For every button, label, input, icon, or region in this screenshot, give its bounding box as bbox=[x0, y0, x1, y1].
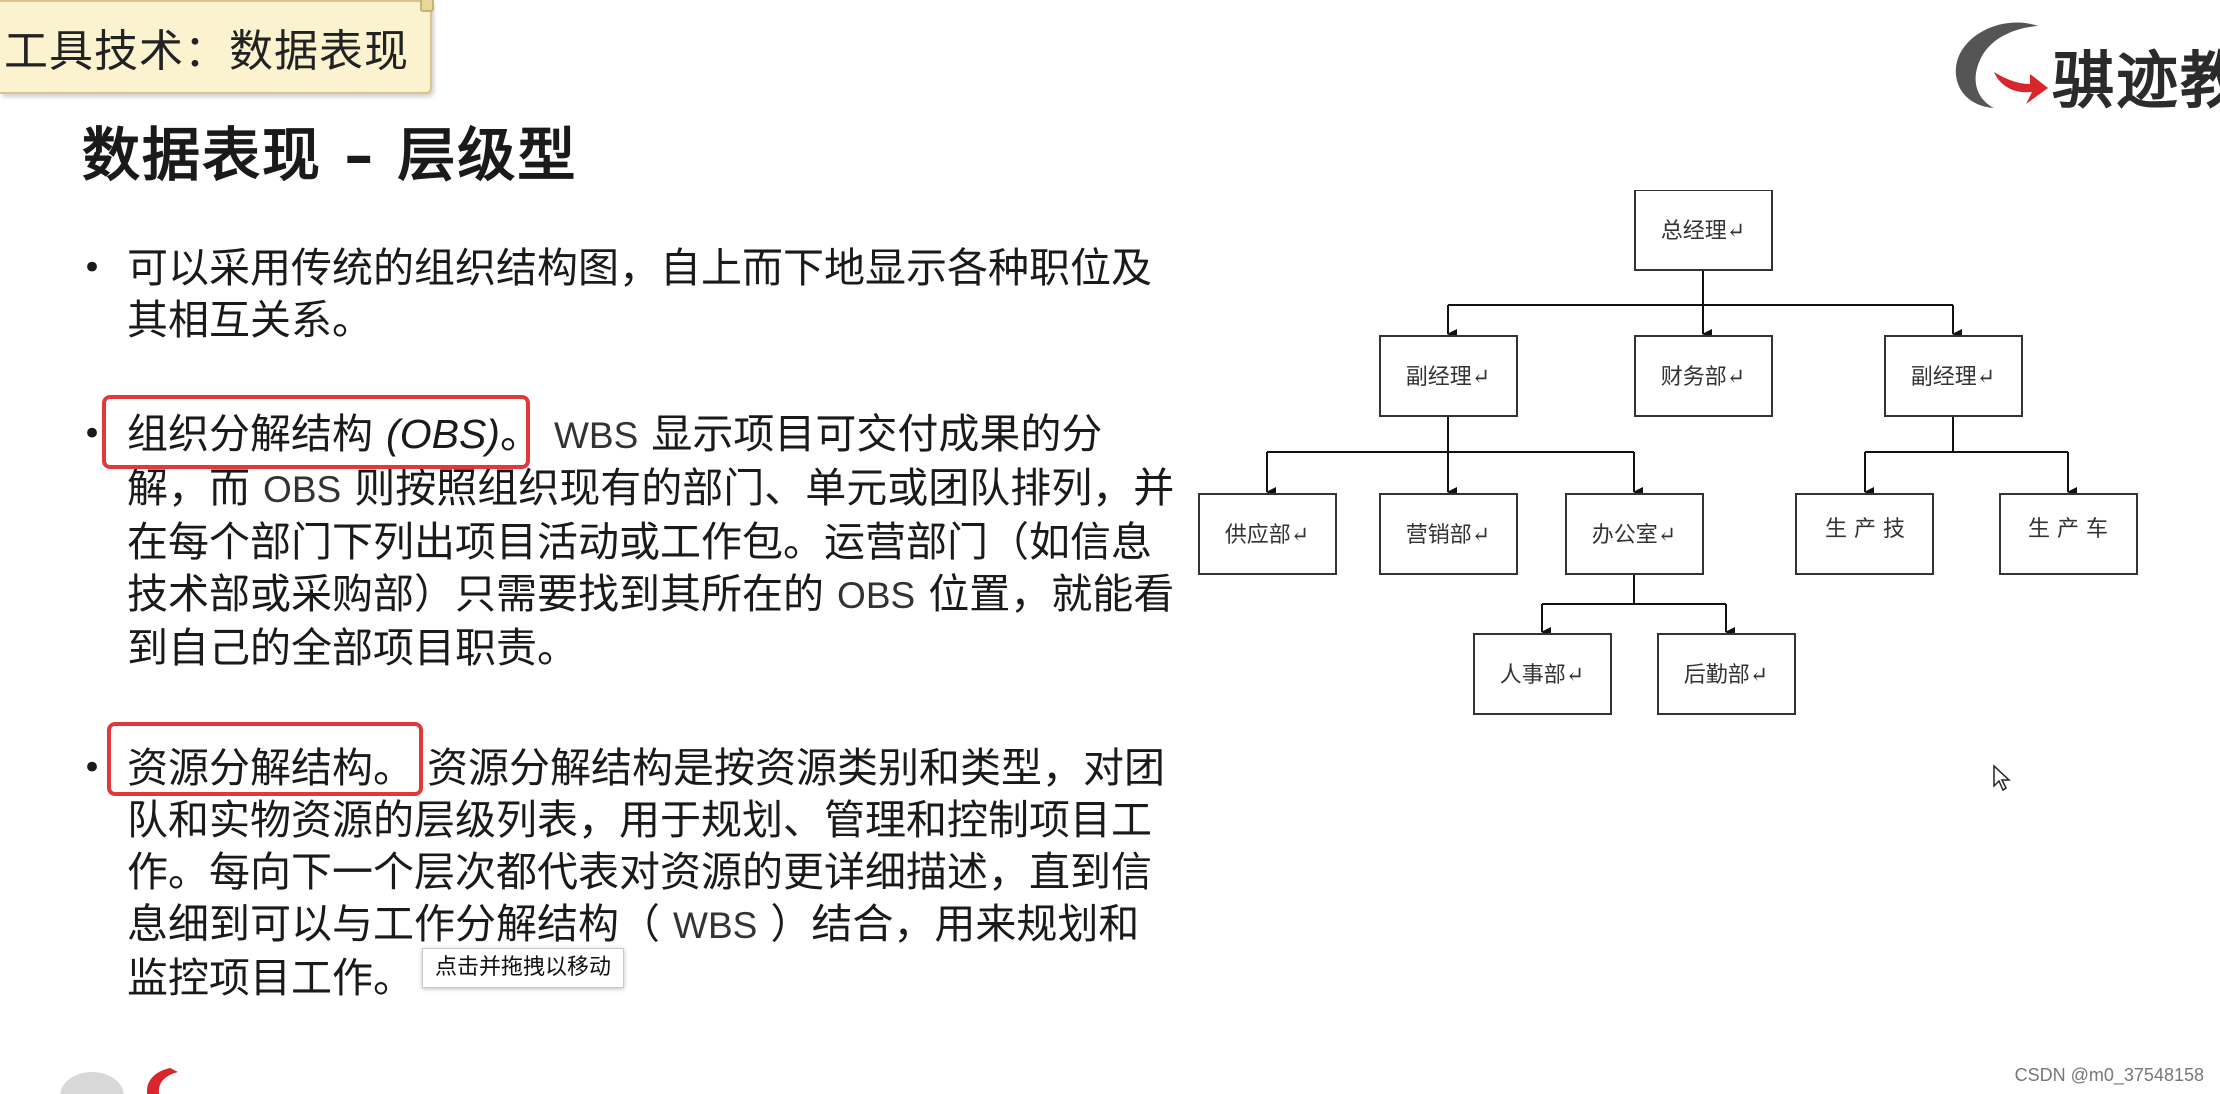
obs-desc-2: 则按照组织现有的部门、单元或团队排列，并在每个部门下列出项目活动或工作包。运营部… bbox=[127, 464, 1175, 618]
obs-desc-1: 显示项目可交付成果的分解，而 bbox=[127, 410, 1103, 512]
swoosh-logo-icon bbox=[1955, 22, 2048, 108]
bullet-dot: • bbox=[82, 414, 103, 454]
org-label-l1-0: 副经理↵ bbox=[1406, 365, 1490, 390]
bullet-dot: • bbox=[82, 248, 103, 288]
org-node-l1-0 bbox=[1379, 335, 1518, 417]
drag-tooltip: 点击并拖拽以移动 bbox=[422, 948, 625, 988]
obs-term-end: 。 bbox=[499, 410, 541, 458]
slide-title: 数据表现 – 层级型 bbox=[82, 121, 578, 189]
highlight-box-obs bbox=[102, 395, 530, 469]
wbs-abbrev: WBS bbox=[673, 905, 758, 946]
bullet-item-1: • 可以采用传统的组织结构图，自上而下地显示各种职位及其相互关系。 bbox=[82, 242, 1182, 346]
org-node-l2-2 bbox=[1565, 493, 1704, 575]
obs-term: 组织分解结构 bbox=[127, 410, 373, 458]
org-label-l2-3: 生 产 技 bbox=[1825, 517, 1905, 542]
org-label-l2-4: 生 产 车 bbox=[2028, 517, 2108, 542]
bullet-item-3: • 资源分解结构。 资源分解结构是按资源类别和类型，对团队和实物资源的层级列表，… bbox=[82, 742, 1182, 1004]
org-label-l2-0: 供应部↵ bbox=[1225, 523, 1309, 548]
org-label-root: 总经理↵ bbox=[1661, 219, 1745, 244]
org-node-l2-0 bbox=[1198, 493, 1337, 575]
logo-text: 骐迹教 bbox=[2052, 44, 2220, 117]
rbs-term: 资源分解结构。 bbox=[127, 744, 414, 792]
org-node-l3-1 bbox=[1657, 633, 1796, 715]
org-node-l1-1 bbox=[1634, 335, 1773, 417]
org-label-l2-1: 营销部↵ bbox=[1406, 523, 1490, 548]
obs-desc-3: 位置，就能看到自己的全部项目职责。 bbox=[127, 570, 1175, 672]
org-node-l2-3 bbox=[1795, 493, 1934, 575]
org-label-l1-2: 副经理↵ bbox=[1911, 365, 1995, 390]
obs-abbrev: (OBS) bbox=[386, 411, 500, 457]
bullet-text: 组织分解结构 (OBS)。 WBS 显示项目可交付成果的分解，而 OBS 则按照… bbox=[127, 408, 1177, 674]
rbs-desc-2: ）结合，用来规划和监控项目工作。 bbox=[127, 900, 1140, 1002]
org-connectors bbox=[1266, 270, 2077, 637]
org-label-l1-1: 财务部↵ bbox=[1661, 365, 1745, 390]
highlight-box-rbs bbox=[107, 722, 423, 796]
bullet-text: 可以采用传统的组织结构图，自上而下地显示各种职位及其相互关系。 bbox=[127, 244, 1152, 344]
org-label-l2-2: 办公室↵ bbox=[1592, 523, 1676, 548]
section-tab: 工具技术：数据表现 bbox=[0, 0, 434, 94]
rbs-desc-1: 资源分解结构是按资源类别和类型，对团队和实物资源的层级列表，用于规划、管理和控制… bbox=[127, 744, 1166, 948]
bullet-item-2: • 组织分解结构 (OBS)。 WBS 显示项目可交付成果的分解，而 OBS 则… bbox=[82, 408, 1182, 674]
bullet-text: 资源分解结构。 资源分解结构是按资源类别和类型，对团队和实物资源的层级列表，用于… bbox=[127, 742, 1177, 1004]
obs-abbrev-2: OBS bbox=[263, 469, 342, 510]
footer-logo-icon bbox=[60, 1068, 178, 1094]
watermark: CSDN @m0_37548158 bbox=[2014, 1065, 2204, 1085]
mouse-cursor-icon bbox=[1993, 764, 2011, 792]
section-tab-label: 工具技术：数据表现 bbox=[4, 26, 409, 77]
obs-abbrev-3: OBS bbox=[837, 575, 916, 616]
org-label-l3-1: 后勤部↵ bbox=[1684, 663, 1768, 688]
bullet-dot: • bbox=[82, 748, 103, 788]
org-label-l3-0: 人事部↵ bbox=[1500, 663, 1584, 688]
wbs-abbrev: WBS bbox=[554, 415, 639, 456]
org-node-l3-0 bbox=[1473, 633, 1612, 715]
pin-icon bbox=[420, 0, 434, 12]
org-node-root bbox=[1634, 190, 1773, 271]
org-node-l2-1 bbox=[1379, 493, 1518, 575]
org-node-l2-4 bbox=[1999, 493, 2138, 575]
org-chart: 总经理↵ 副经理↵ 财务部↵ 副经理↵ 供应部↵ 营销部↵ 办公室↵ 生 产 技… bbox=[1198, 190, 2138, 715]
org-node-l1-2 bbox=[1884, 335, 2023, 417]
